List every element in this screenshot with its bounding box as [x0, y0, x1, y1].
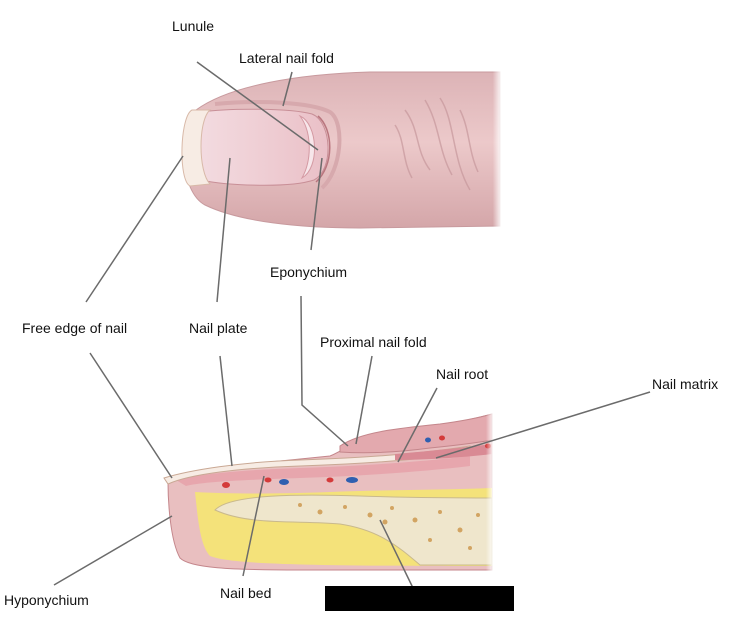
- label-proximal-nail-fold: Proximal nail fold: [320, 334, 427, 350]
- leader-nail-plate: [216, 157, 231, 303]
- label-lunule: Lunule: [172, 18, 215, 34]
- finger-exterior: [181, 70, 502, 230]
- leader-eponychium: [310, 157, 323, 251]
- label-nail-root: Nail root: [436, 366, 489, 382]
- leader-nail-plate-section: [219, 355, 233, 467]
- leader-nail-root: [397, 387, 438, 463]
- leader-free-edge-section: [89, 352, 173, 479]
- label-hyponychium: Hyponychium: [4, 592, 89, 608]
- leader-eponychium-section: [300, 295, 349, 447]
- label-nail-matrix: Nail matrix: [652, 376, 719, 392]
- label-eponychium: Eponychium: [270, 264, 348, 280]
- lunule-shape: [298, 114, 315, 180]
- leader-bone: [379, 519, 414, 589]
- lateral-nail-fold-shape: [214, 100, 342, 190]
- section-nail-bed: [176, 456, 470, 486]
- label-nail-plate: Nail plate: [189, 320, 248, 336]
- leader-free-edge: [85, 155, 184, 303]
- free-edge-shape: [181, 109, 212, 187]
- leader-proximal-nail-fold: [355, 355, 373, 445]
- eponychium-shape: [315, 115, 331, 183]
- redaction-box: [325, 586, 514, 611]
- nail-plate-top: [199, 108, 329, 186]
- leader-hyponychium: [53, 515, 173, 586]
- nail-cross-section: [163, 410, 494, 574]
- leader-nail-matrix: [435, 391, 651, 459]
- label-nail-bed: Nail bed: [220, 585, 272, 601]
- leader-nail-bed: [242, 475, 265, 577]
- label-lateral-nail-fold: Lateral nail fold: [239, 50, 334, 66]
- label-free-edge-of-nail: Free edge of nail: [22, 320, 128, 336]
- leader-lunule: [196, 61, 319, 151]
- leader-lines: [53, 61, 651, 589]
- leader-lateral-nail-fold: [282, 71, 293, 107]
